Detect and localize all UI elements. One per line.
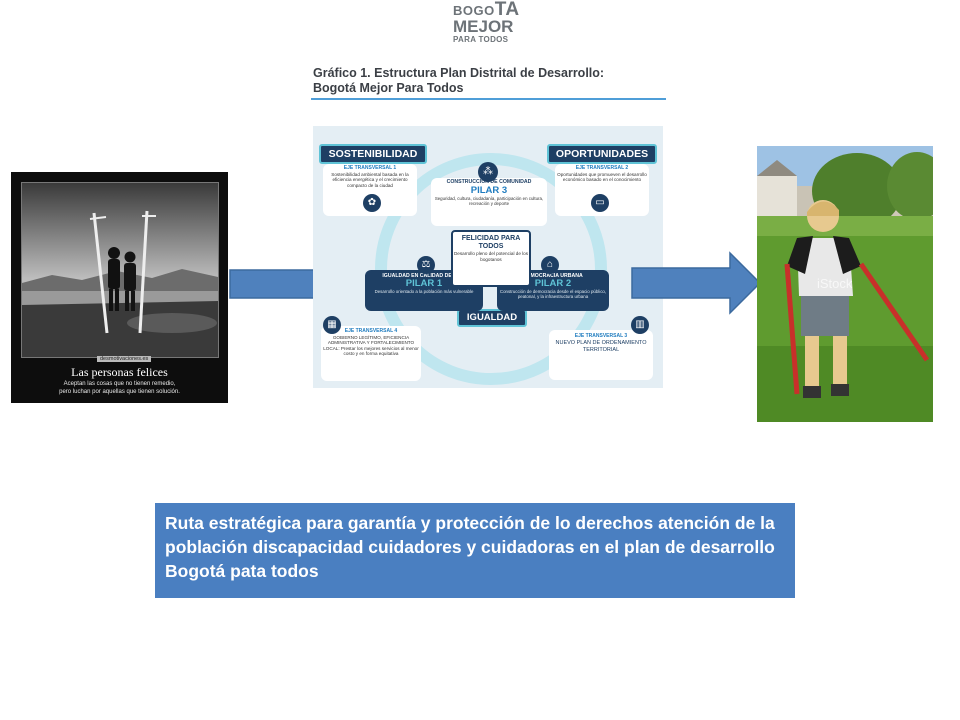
footprints-icon: ⁂ <box>478 162 498 182</box>
pilar-1-text: Desarrollo orientado a la población más … <box>374 289 474 294</box>
eje-1-text: Sostenibilidad ambiental basada en la ef… <box>331 171 409 188</box>
eje-3-text: NUEVO PLAN DE ORDENAMIENTO TERRITORIAL <box>555 339 647 353</box>
pilar-3-name: CONSTRUCCIÓN DE COMUNIDAD <box>446 179 532 185</box>
pilar-1-label: PILAR 1 <box>405 278 443 289</box>
government-building-icon: ▦ <box>323 316 341 334</box>
card-eje-4: EJE TRANSVERSAL 4 GOBIERNO LEGÍTIMO, EFI… <box>321 326 421 381</box>
center-title: FELICIDAD PARA TODOS <box>461 235 521 250</box>
center-felicidad: FELICIDAD PARA TODOS Desarrollo pleno de… <box>451 230 531 287</box>
hand-plant-icon: ✿ <box>363 194 381 212</box>
graph-title-line1: Gráfico 1. Estructura Plan Distrital de … <box>313 66 605 80</box>
logo-text-mejor: MEJOR <box>453 17 514 36</box>
happy-people-poster: desmotivaciones.es Las personas felices … <box>11 172 228 403</box>
logo-text-ta: TA <box>494 0 520 20</box>
istock-watermark: iStock <box>817 276 853 291</box>
bogota-mejor-logo: BOGOTA MEJOR PARA TODOS <box>453 0 529 46</box>
poster-subtitle-line1: Aceptan las cosas que no tienen remedio, <box>63 381 176 387</box>
building-icon: ⌂ <box>541 256 559 274</box>
eje-4-text: GOBIERNO LEGÍTIMO, EFICIENCIA ADMINISTRA… <box>323 334 419 357</box>
eje-2-title: EJE TRANSVERSAL 2 <box>575 165 629 171</box>
book-icon: ▭ <box>591 194 609 212</box>
poster-credit: desmotivaciones.es <box>97 356 152 362</box>
chart-icon: ▥ <box>631 316 649 334</box>
card-eje-3: EJE TRANSVERSAL 3 NUEVO PLAN DE ORDENAMI… <box>549 330 653 380</box>
pilar-2-name: DEMOCRACIA URBANA <box>523 273 583 279</box>
eje-4-title: EJE TRANSVERSAL 4 <box>344 328 398 334</box>
arrow-right-right <box>631 251 762 315</box>
card-pilar-3: CONSTRUCCIÓN DE COMUNIDAD PILAR 3 Seguri… <box>431 178 547 226</box>
eje-3-title: EJE TRANSVERSAL 3 <box>574 333 628 339</box>
tag-sostenibilidad: SOSTENIBILIDAD <box>319 144 427 164</box>
poster-caption: Las personas felices <box>71 365 168 379</box>
title-underline <box>311 98 666 100</box>
eje-1-title: EJE TRANSVERSAL 1 <box>343 165 397 171</box>
boy-with-crutches-photo: iStock <box>757 146 933 422</box>
graph-title: Gráfico 1. Estructura Plan Distrital de … <box>313 66 673 96</box>
pilar-3-text: Seguridad, cultura, ciudadanía, particip… <box>434 195 544 206</box>
pilar-2-text: Construcción de democracia desde el espa… <box>499 289 607 299</box>
tag-igualdad: IGUALDAD <box>457 309 527 327</box>
logo-text-para-todos: PARA TODOS <box>453 35 509 44</box>
pilar-1-name: IGUALDAD EN CALIDAD DE VIDA <box>382 273 466 279</box>
strategic-route-textbox: Ruta estratégica para garantía y protecc… <box>155 503 795 598</box>
center-text: Desarrollo pleno del potencial de los bo… <box>453 251 529 262</box>
pilar-2-label: PILAR 2 <box>534 278 572 289</box>
logo-text-bogo: BOGO <box>453 3 495 18</box>
eje-2-text: Oportunidades que promueven el desarroll… <box>557 171 647 183</box>
poster-subtitle-line2: pero luchan por aquellas que tienen solu… <box>59 389 180 395</box>
pilar-3-label: PILAR 3 <box>470 184 508 196</box>
box-pilar-1: IGUALDAD EN CALIDAD DE VIDA PILAR 1 Desa… <box>365 270 483 311</box>
strategic-route-text: Ruta estratégica para garantía y protecc… <box>165 513 775 581</box>
scales-icon: ⚖ <box>417 256 435 274</box>
poster-subtitle: Aceptan las cosas que no tienen remedio,… <box>11 380 228 396</box>
plan-structure-diagram: SOSTENIBILIDAD OPORTUNIDADES IGUALDAD EJ… <box>313 126 663 388</box>
graph-title-line2: Bogotá Mejor Para Todos <box>313 81 464 95</box>
tag-oportunidades: OPORTUNIDADES <box>547 144 657 164</box>
couple-with-crutches-photo <box>21 182 219 358</box>
